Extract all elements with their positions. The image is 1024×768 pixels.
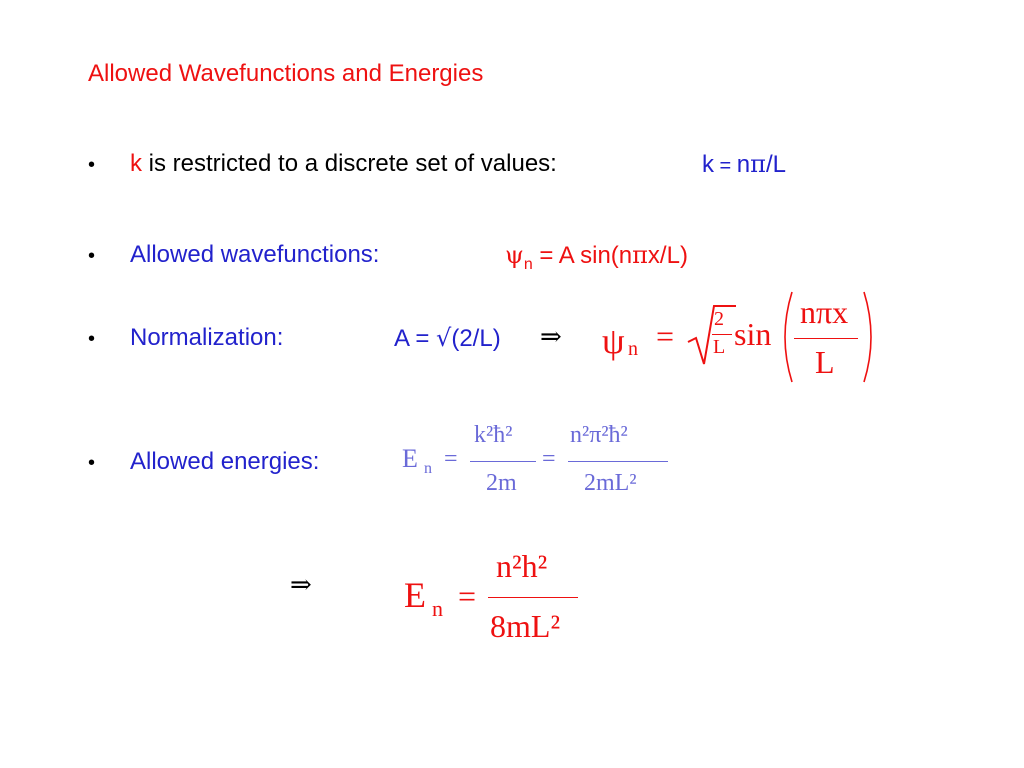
bullet-marker: • [88, 328, 96, 350]
fraction2-numerator: n²π²ħ² [570, 422, 628, 448]
fraction2-bar [568, 461, 668, 462]
argument-denominator: L [815, 344, 835, 380]
equals-sign: = [656, 318, 675, 354]
normalization-label: Normalization: [130, 324, 284, 351]
fraction1-denominator: 2m [486, 470, 517, 496]
psi-symbol: ψ [602, 321, 625, 361]
fraction-denominator-L: L [713, 336, 726, 358]
n-subscript: n [523, 256, 533, 273]
radical-sign [687, 305, 736, 365]
final-fraction-bar [488, 597, 578, 598]
parentheses [784, 291, 872, 383]
fraction-numerator-two: 2 [714, 308, 724, 330]
sin-function: sin [734, 316, 772, 352]
energy-symbol: E [404, 575, 426, 615]
energy-symbol: E [402, 444, 418, 473]
psi-symbol: ψ [505, 241, 524, 269]
k-variable: k [130, 150, 142, 177]
over-L: /L [765, 151, 786, 178]
equals: = [714, 155, 737, 177]
final-denominator: 8mL² [490, 608, 561, 644]
bullet-text: is restricted to a discrete set of value… [142, 150, 557, 177]
bullet-k-restricted: k is restricted to a discrete set of val… [130, 150, 557, 178]
equals-sign: = [444, 446, 458, 472]
fraction2-denominator: 2mL² [584, 470, 637, 496]
pi-symbol: π [632, 241, 648, 269]
formula-end: x/L) [647, 242, 688, 269]
bullet-marker: • [88, 154, 96, 176]
final-numerator: n²h² [496, 548, 548, 584]
two-over-L: (2/L) [451, 325, 501, 352]
slide-title: Allowed Wavefunctions and Energies [88, 60, 484, 87]
k-symbol: k [702, 151, 714, 178]
energies-label: Allowed energies: [130, 448, 320, 475]
a-equals: A = [394, 325, 437, 352]
n-subscript: n [432, 596, 443, 621]
n-subscript: n [628, 338, 638, 360]
equals-sign: = [542, 446, 556, 472]
bullet-marker: • [88, 245, 96, 267]
normalization-constant: A = √(2/L) [394, 324, 501, 353]
bullet-marker: • [88, 452, 96, 474]
implies-arrow: ⇒ [290, 570, 312, 600]
fraction1-bar [470, 461, 536, 462]
fraction1-numerator: k²ħ² [474, 422, 513, 448]
n-subscript: n [424, 460, 432, 477]
argument-fraction-bar [794, 338, 858, 339]
fraction-bar [712, 334, 732, 335]
n-symbol: n [736, 151, 751, 178]
argument-numerator: nπx [800, 294, 849, 330]
sqrt-symbol: √ [436, 324, 452, 352]
k-formula: k = nπ/L [702, 150, 786, 179]
implies-arrow: ⇒ [540, 322, 562, 352]
formula-text: = A sin(n [532, 242, 633, 269]
wavefunction-formula: ψn = A sin(nπx/L) [505, 241, 688, 273]
equals-sign: = [458, 578, 477, 614]
pi-symbol: π [750, 150, 766, 178]
wavefunctions-label: Allowed wavefunctions: [130, 241, 380, 268]
